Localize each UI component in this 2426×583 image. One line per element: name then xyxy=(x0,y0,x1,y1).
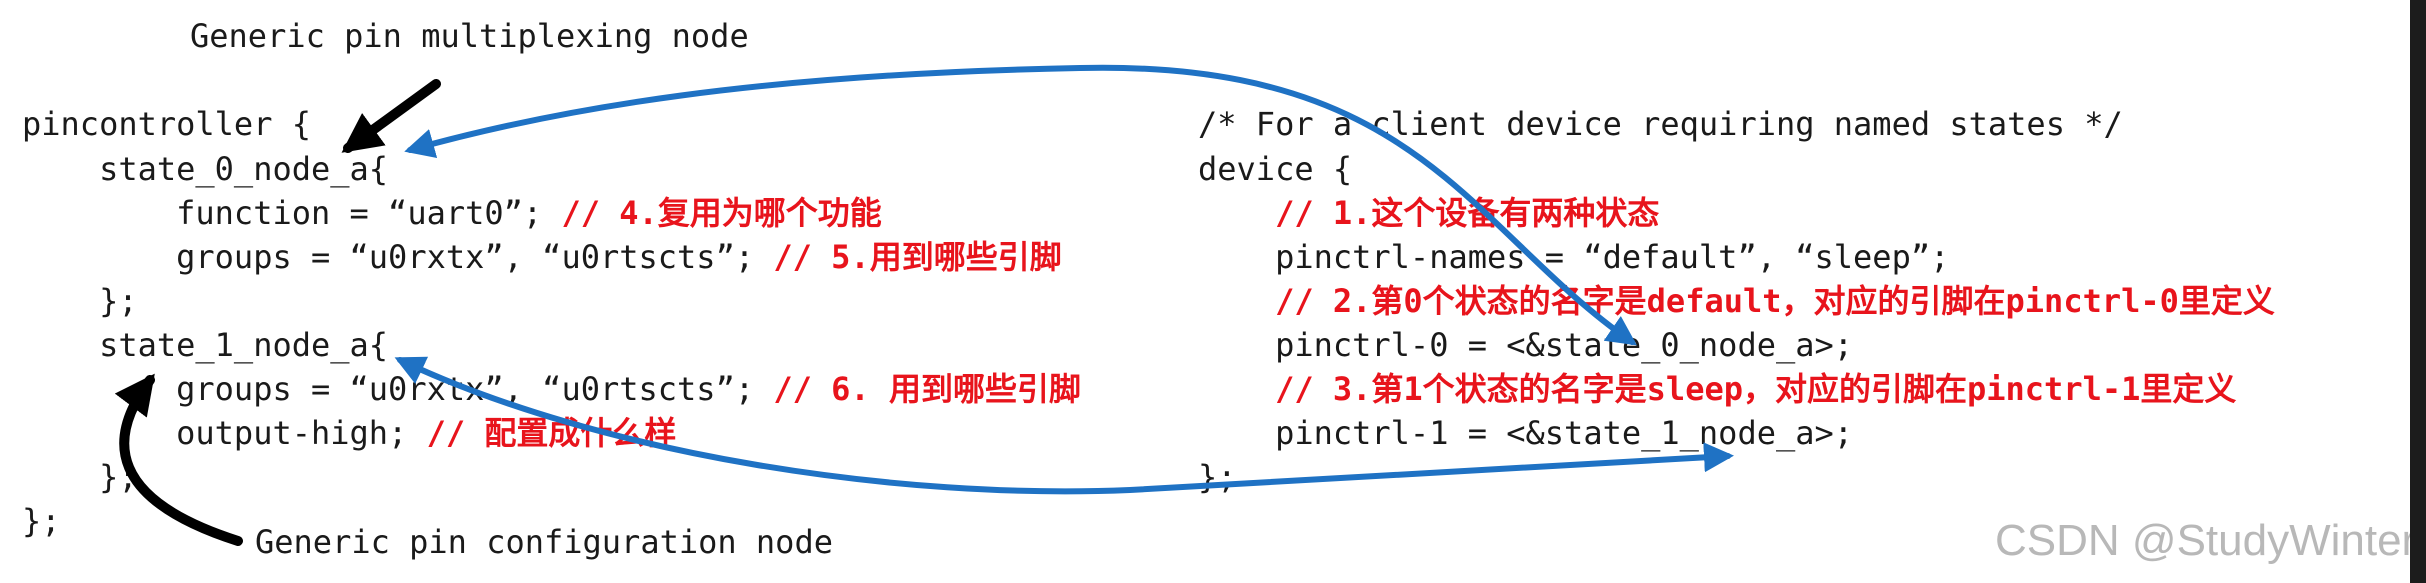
arrow-pinctrl1-to-state1 xyxy=(394,356,1734,495)
code-line-state0: state_0_node_a{ xyxy=(22,150,389,188)
arrow-config-to-state1 xyxy=(114,373,243,546)
code-line-pincontroller: pincontroller { xyxy=(22,105,311,143)
code-line-close-0: }; xyxy=(22,282,138,320)
code-line-client-comment: /* For a client device requiring named s… xyxy=(1198,105,2123,143)
right-edge-border xyxy=(2410,0,2426,583)
arrow-pinctrl0-to-state0 xyxy=(404,64,1637,346)
code-line-state1: state_1_node_a{ xyxy=(22,326,389,364)
code-text: output-high; xyxy=(22,414,427,452)
pin-mux-node-label: Generic pin multiplexing node xyxy=(190,17,749,55)
code-line-close-root: }; xyxy=(22,502,61,540)
csdn-watermark: CSDN @StudyWinter xyxy=(1995,516,2417,565)
pin-config-node-label: Generic pin configuration node xyxy=(255,523,833,561)
arrow-mux-to-state0 xyxy=(341,79,441,153)
